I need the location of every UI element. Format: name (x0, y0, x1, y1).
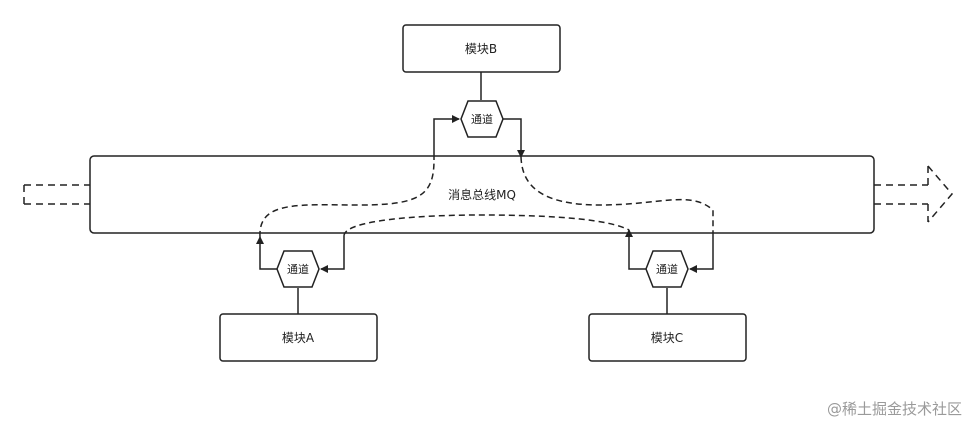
message-bus (89, 155, 875, 234)
message-flow-paths (259, 156, 714, 238)
module-b-label: 模块B (465, 42, 497, 56)
module-c-label: 模块C (651, 331, 683, 345)
message-bus-label: 消息总线MQ (448, 187, 516, 202)
channel-a-label: 通道 (287, 262, 309, 276)
module-a-label: 模块A (282, 331, 315, 345)
channel-b-label: 通道 (471, 112, 493, 126)
channel-c-label: 通道 (656, 262, 678, 276)
channel-b-stubs (433, 115, 525, 160)
channel-c-stubs (625, 229, 714, 273)
module-channel-connectors (297, 72, 668, 314)
outbound-arrow (874, 165, 953, 223)
watermark-text: @稀土掘金技术社区 (827, 400, 962, 418)
channel-a-stubs (256, 236, 345, 273)
inbound-arrow (23, 184, 90, 205)
channel-b-hexagon (460, 100, 504, 138)
